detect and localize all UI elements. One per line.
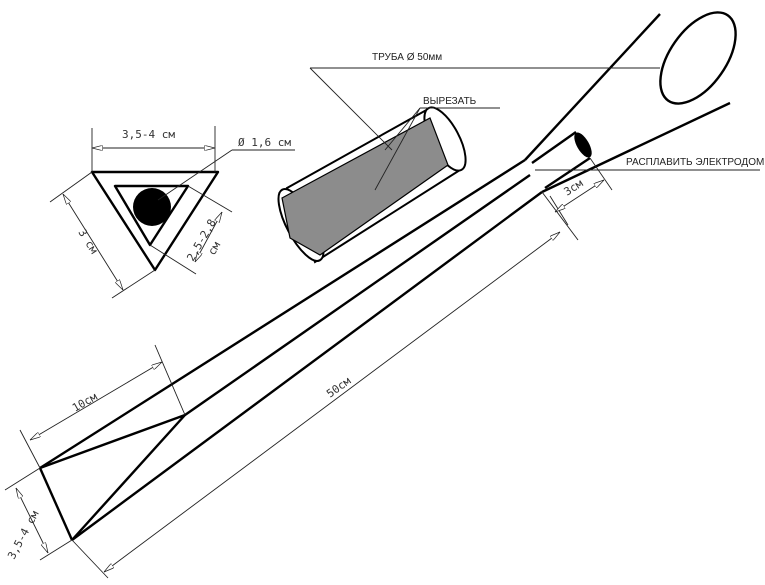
end-width-label: 3,5-4 см — [5, 508, 42, 561]
small-tube — [531, 131, 592, 189]
dimension-lines — [4, 67, 760, 579]
pipe-label: ТРУБА Ø 50мм — [372, 52, 442, 63]
melt-label: РАСПЛАВИТЬ ЭЛЕКТРОДОМ — [626, 157, 764, 168]
inner-side-unit-label: см — [205, 239, 223, 257]
cut-cylinder — [277, 106, 467, 264]
cut-label: ВЫРЕЗАТЬ — [423, 96, 477, 107]
funnel-cone — [524, 11, 737, 194]
hole-diameter-label: Ø 1,6 см — [238, 136, 291, 149]
taper-length-label: 10см — [70, 390, 100, 415]
triangle-height-label: 3 см — [75, 227, 100, 257]
triangle-width-label: 3,5-4 см — [122, 128, 175, 141]
